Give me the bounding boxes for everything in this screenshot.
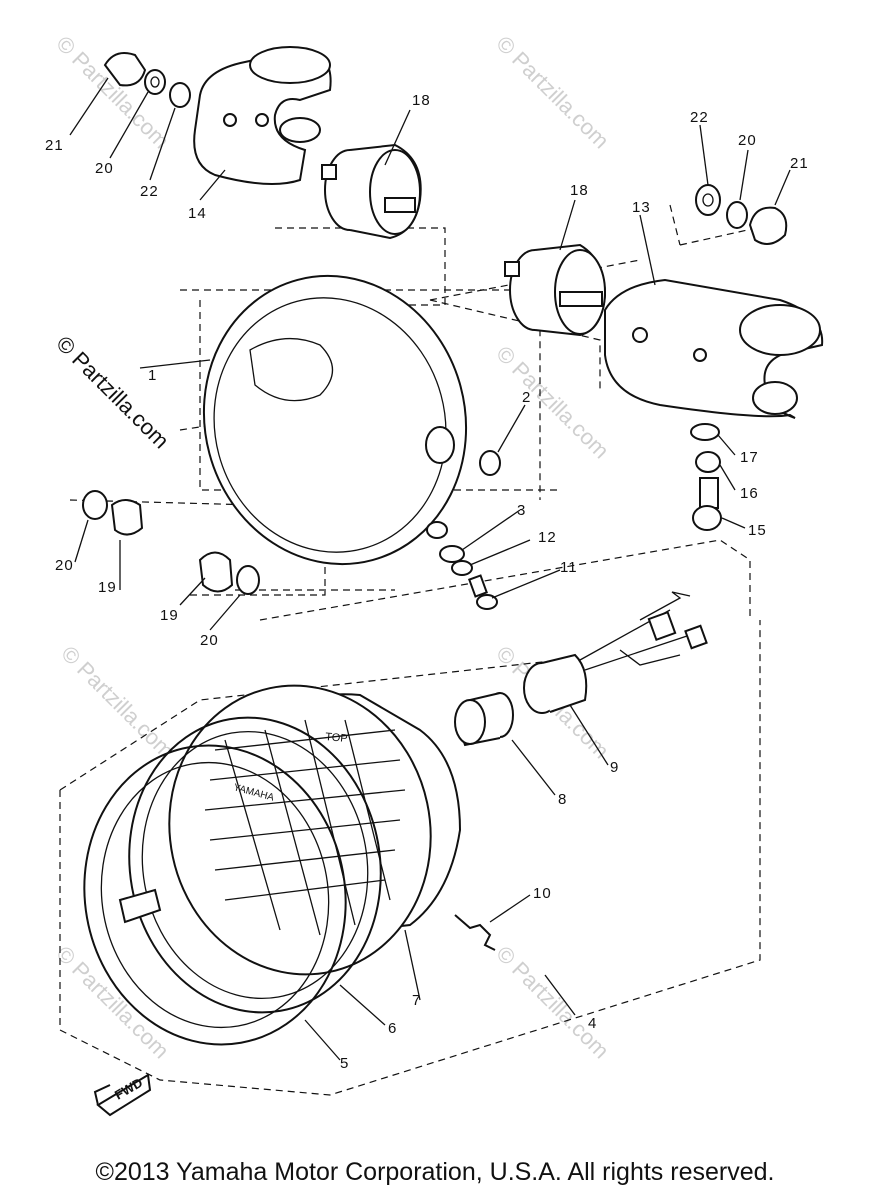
callout-20d: 20 bbox=[200, 632, 219, 649]
copyright-notice: ©2013 Yamaha Motor Corporation, U.S.A. A… bbox=[95, 1158, 775, 1186]
callout-18b: 18 bbox=[570, 182, 589, 199]
spring-clip bbox=[454, 914, 496, 951]
bulb-socket bbox=[523, 591, 708, 714]
headlight-bracket-right bbox=[604, 278, 824, 419]
callout-20c: 20 bbox=[55, 557, 74, 574]
sealed-beam-unit: TOP YAMAHA bbox=[168, 684, 462, 976]
collars-left bbox=[82, 490, 260, 595]
callout-8: 8 bbox=[558, 791, 567, 808]
callout-19b: 19 bbox=[160, 607, 179, 624]
watermark: © Partzilla.com bbox=[491, 941, 614, 1064]
watermark: © Partzilla.com bbox=[491, 31, 614, 154]
rubber-damper-right bbox=[504, 243, 607, 337]
callout-9: 9 bbox=[610, 759, 619, 776]
callout-5: 5 bbox=[340, 1055, 349, 1072]
watermark: © Partzilla.com bbox=[51, 941, 174, 1064]
callout-6: 6 bbox=[388, 1020, 397, 1037]
callout-20: 20 bbox=[95, 160, 114, 177]
callout-2: 2 bbox=[522, 389, 531, 406]
callouts: 1 2 3 4 5 6 7 8 9 10 11 12 13 14 15 16 1… bbox=[45, 92, 809, 1072]
callout-7: 7 bbox=[412, 992, 421, 1009]
callout-19: 19 bbox=[98, 579, 117, 596]
bolt-and-washers bbox=[690, 423, 722, 531]
watermark-dark: © Partzilla.com bbox=[51, 331, 174, 454]
mounting-screw bbox=[439, 545, 498, 610]
headlight-exploded-diagram: © Partzilla.com © Partzilla.com © Partzi… bbox=[45, 31, 824, 1117]
callout-17: 17 bbox=[740, 449, 759, 466]
callout-10: 10 bbox=[533, 885, 552, 902]
rubber-damper-upper bbox=[321, 143, 422, 240]
callout-14: 14 bbox=[188, 205, 207, 222]
callout-15: 15 bbox=[748, 522, 767, 539]
callout-16: 16 bbox=[740, 485, 759, 502]
callout-3: 3 bbox=[517, 502, 526, 519]
callout-11: 11 bbox=[560, 559, 578, 576]
rim-ring bbox=[128, 716, 382, 1014]
headlight-housing bbox=[202, 274, 468, 566]
callout-21b: 21 bbox=[790, 155, 809, 172]
grommet bbox=[479, 450, 501, 476]
callout-18: 18 bbox=[412, 92, 431, 109]
callout-13: 13 bbox=[632, 199, 651, 216]
callout-22b: 22 bbox=[690, 109, 709, 126]
callout-21: 21 bbox=[45, 137, 64, 154]
outer-rim bbox=[83, 744, 347, 1046]
lens-top-mark: TOP bbox=[325, 731, 348, 745]
headlight-bracket-left bbox=[193, 46, 332, 185]
leader-lines bbox=[69, 77, 791, 1061]
headlight-bulb bbox=[454, 692, 514, 747]
watermark: © Partzilla.com bbox=[56, 641, 179, 764]
forward-arrow: FWD bbox=[93, 1073, 152, 1117]
callout-1: 1 bbox=[148, 367, 157, 384]
callout-20b: 20 bbox=[738, 132, 757, 149]
hardware-upper-left bbox=[103, 52, 191, 108]
callout-22: 22 bbox=[140, 183, 159, 200]
watermark: © Partzilla.com bbox=[491, 341, 614, 464]
callout-4: 4 bbox=[588, 1015, 597, 1032]
callout-12: 12 bbox=[538, 529, 557, 546]
